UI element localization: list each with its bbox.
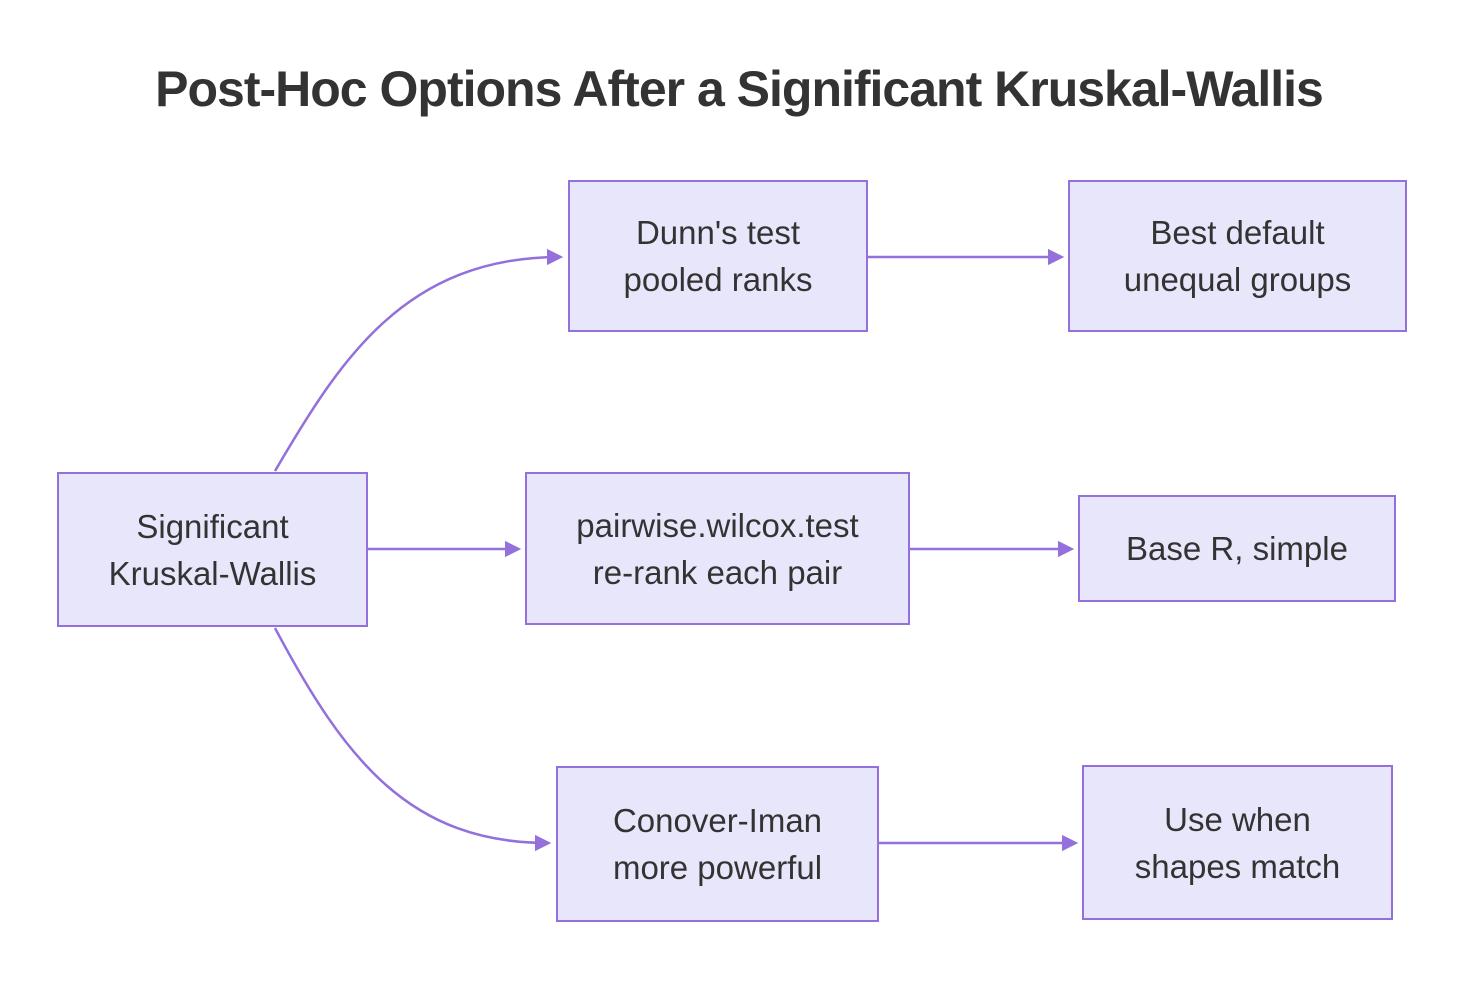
- node-label-line: Base R, simple: [1126, 530, 1348, 567]
- node-use-when-shapes-match: Use when shapes match: [1082, 765, 1393, 920]
- node-pairwise-wilcox-test: pairwise.wilcox.test re-rank each pair: [525, 472, 910, 625]
- node-label-line: Dunn's test: [635, 214, 801, 251]
- edge-root-to-dunn: [273, 248, 564, 472]
- node-label-line: Use when: [1164, 800, 1311, 838]
- node-label-line: pairwise.wilcox.test: [576, 506, 859, 544]
- node-label-line: Conover-Iman: [612, 802, 823, 839]
- node-best-default: Best default unequal groups: [1068, 180, 1407, 332]
- node-significant-kruskal-wallis: Significant Kruskal-Wallis: [57, 472, 368, 627]
- diagram-title: Post-Hoc Options After a Significant Kru…: [155, 61, 1324, 117]
- edge-root-to-conover: [273, 627, 552, 852]
- node-conover-iman: Conover-Iman more powerful: [556, 766, 879, 922]
- node-label-line: Kruskal-Wallis: [108, 554, 317, 592]
- node-base-r-simple: Base R, simple: [1078, 495, 1396, 602]
- node-label-line: shapes match: [1134, 847, 1341, 885]
- node-label-line: pooled ranks: [623, 261, 813, 298]
- node-label-line: more powerful: [612, 849, 823, 886]
- node-dunns-test: Dunn's test pooled ranks: [568, 180, 868, 332]
- node-label-line: Best default: [1150, 214, 1325, 251]
- node-label-line: unequal groups: [1123, 261, 1352, 298]
- node-label-line: re-rank each pair: [592, 553, 843, 591]
- node-label-line: Significant: [136, 507, 289, 545]
